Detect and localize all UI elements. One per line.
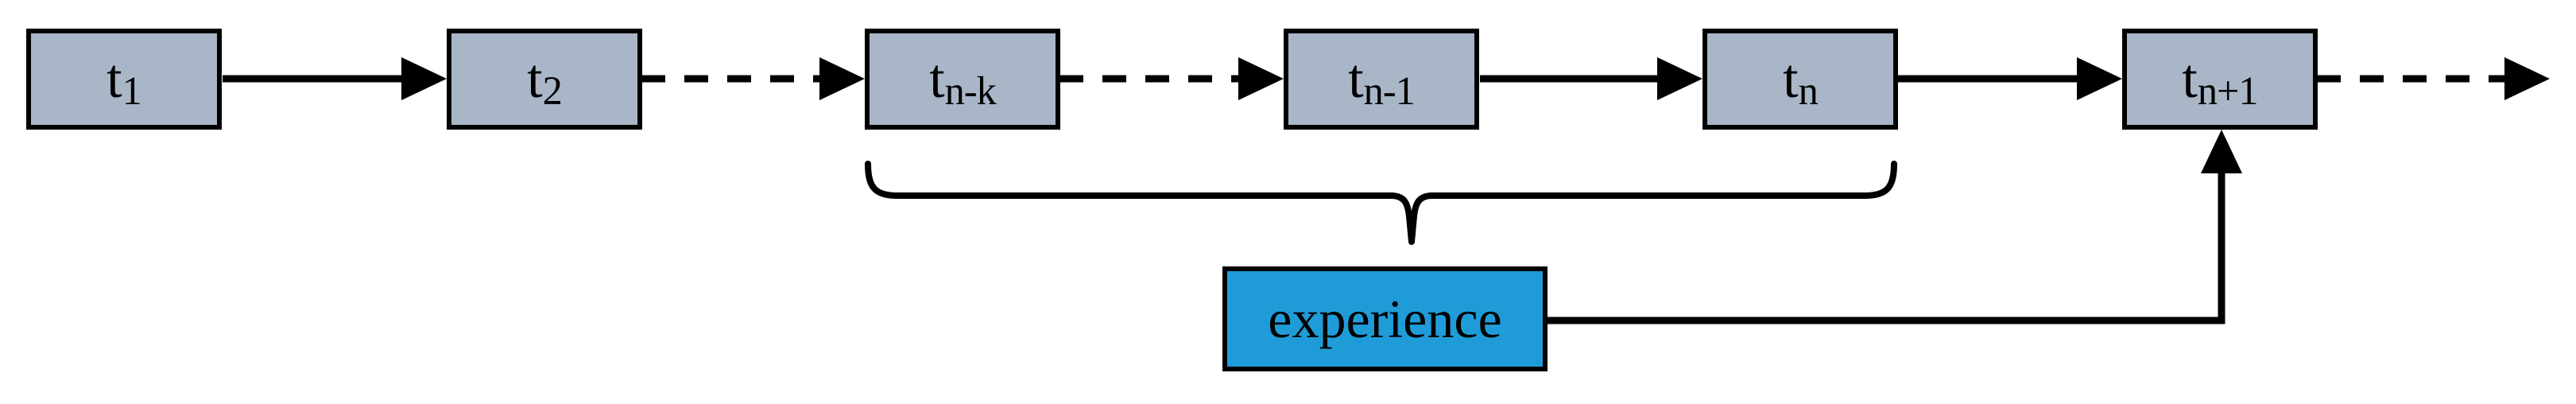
node-tn-minus-k-label: tn-k bbox=[929, 48, 997, 113]
dashed-arrow-tnk-tn1 bbox=[1059, 57, 1284, 100]
experience-label: experience bbox=[1268, 288, 1502, 349]
node-tn-label: tn bbox=[1783, 48, 1819, 113]
node-t2: t2 bbox=[447, 29, 642, 130]
node-tn-minus-1: tn-1 bbox=[1284, 29, 1479, 130]
node-tn-minus-k: tn-k bbox=[865, 29, 1060, 130]
arrow-tn1-tn bbox=[1480, 57, 1702, 100]
node-t2-label: t2 bbox=[527, 48, 563, 113]
arrow-experience-tnp1 bbox=[1548, 130, 2242, 324]
arrow-tn-tnp1 bbox=[1897, 57, 2122, 100]
node-tn-minus-1-label: tn-1 bbox=[1348, 48, 1416, 113]
node-tn: tn bbox=[1702, 29, 1898, 130]
node-t1: t1 bbox=[26, 29, 222, 130]
window-brace bbox=[865, 161, 1897, 245]
node-t1-label: t1 bbox=[107, 48, 142, 113]
node-tn-plus-1-label: tn+1 bbox=[2182, 48, 2258, 113]
dashed-arrow-tnp1-future bbox=[2317, 57, 2550, 100]
node-tn-plus-1: tn+1 bbox=[2122, 29, 2318, 130]
dashed-arrow-t2-tnk bbox=[641, 57, 865, 100]
experience-box: experience bbox=[1222, 266, 1548, 371]
arrow-t1-t2 bbox=[223, 57, 447, 100]
